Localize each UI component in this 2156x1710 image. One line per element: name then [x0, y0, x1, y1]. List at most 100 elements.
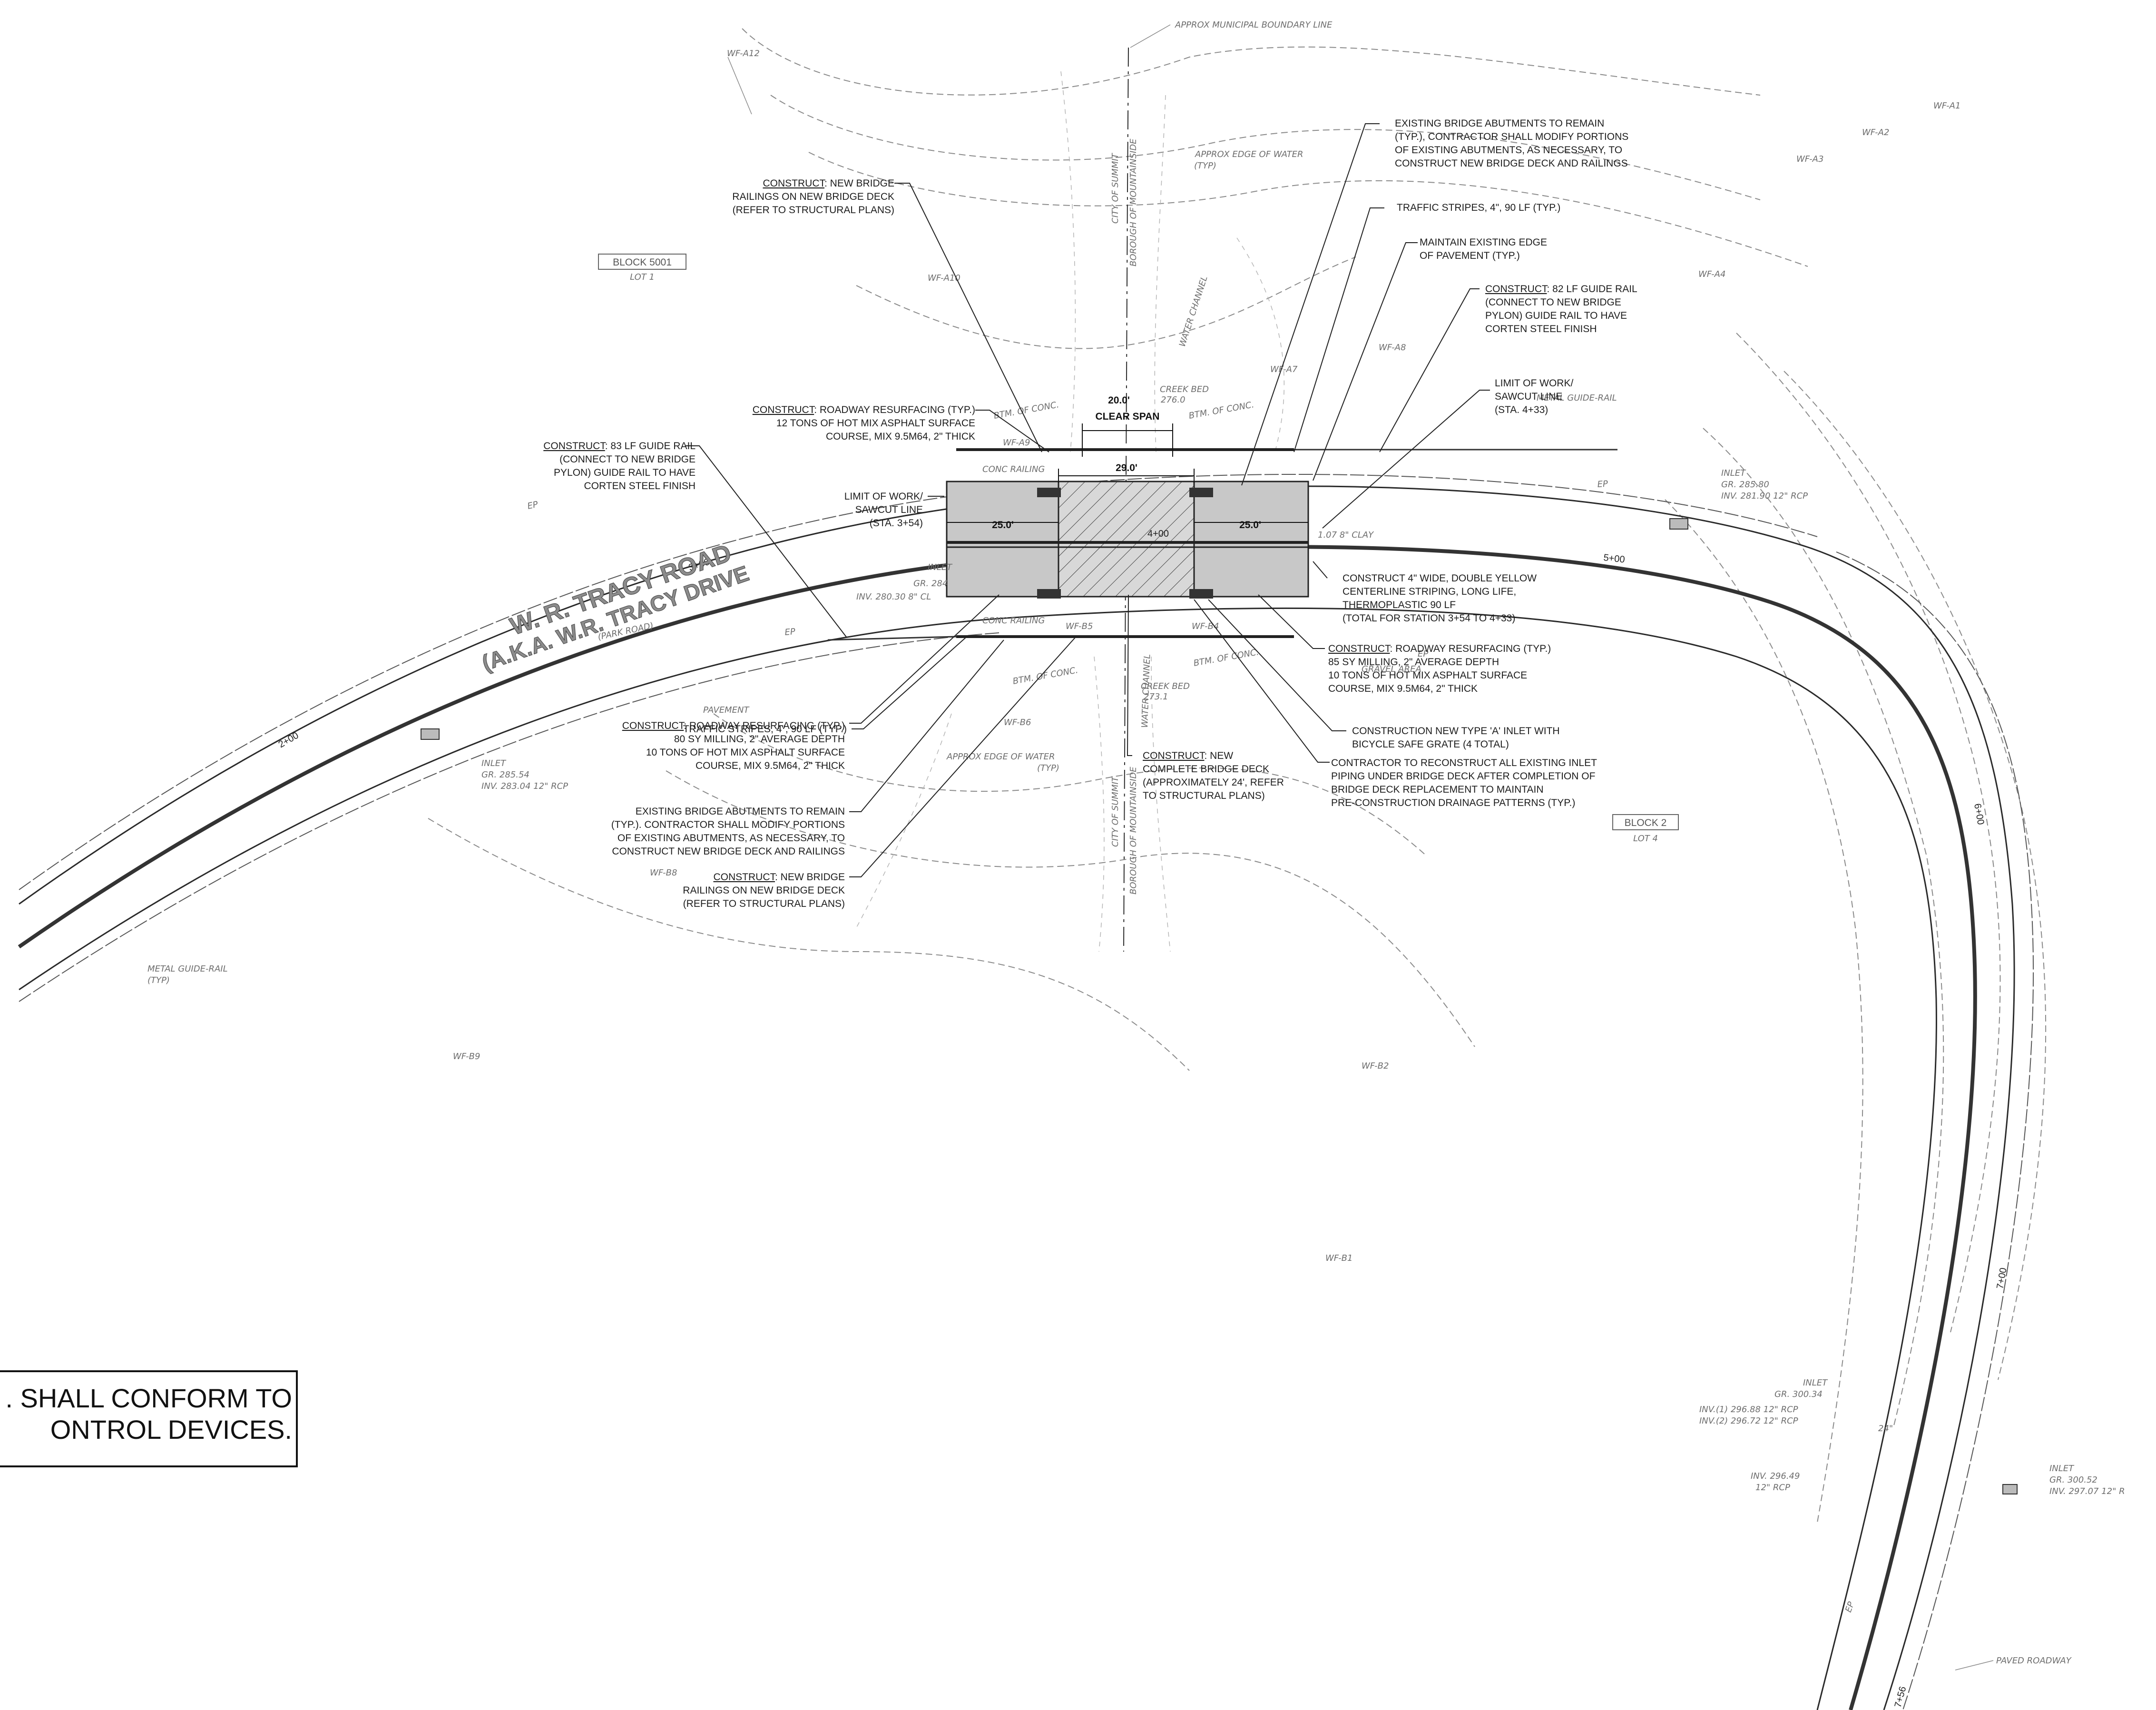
- wetland-flag-a12: WF-A12: [727, 49, 760, 59]
- svg-text:INV.(2) 296.72 12" RCP: INV.(2) 296.72 12" RCP: [1699, 1416, 1798, 1426]
- svg-text:BICYCLE SAFE GRATE (4 TOTAL): BICYCLE SAFE GRATE (4 TOTAL): [1352, 739, 1509, 750]
- note-guide-rail-83: CONSTRUCT: 83 LF GUIDE RAIL (CONNECT TO …: [543, 441, 696, 491]
- edge-of-water-bottom: APPROX EDGE OF WATER: [946, 752, 1055, 762]
- wetland-flag-a8: WF-A8: [1379, 343, 1406, 353]
- wetland-flag-b9: WF-B9: [453, 1052, 480, 1061]
- svg-text:SAWCUT LINE: SAWCUT LINE: [855, 504, 923, 515]
- municipal-boundary-line: [1123, 47, 1129, 952]
- edge-of-pavement-labels: EP EP EP EP EP: [527, 479, 1857, 1613]
- inlet-label-2: INLET GR. 285.54 INV. 283.04 12" RCP: [421, 728, 568, 791]
- svg-text:PYLON) GUIDE RAIL TO HAVE: PYLON) GUIDE RAIL TO HAVE: [554, 467, 696, 478]
- svg-text:CONSTRUCT: NEW: CONSTRUCT: NEW: [1143, 750, 1233, 761]
- svg-text:PRE-CONSTRUCTION DRAINAGE PATT: PRE-CONSTRUCTION DRAINAGE PATTERNS (TYP.…: [1331, 797, 1575, 808]
- svg-text:MAINTAIN EXISTING EDGE: MAINTAIN EXISTING EDGE: [1420, 237, 1547, 248]
- note-bridge-railings-top: CONSTRUCT: NEW BRIDGE RAILINGS ON NEW BR…: [732, 178, 894, 216]
- wetland-flag-a7: WF-A7: [1270, 364, 1298, 374]
- wetland-flag-b2: WF-B2: [1362, 1061, 1389, 1071]
- svg-text:BRIDGE DECK REPLACEMENT TO MAI: BRIDGE DECK REPLACEMENT TO MAINTAIN: [1331, 784, 1544, 795]
- creek-bed-bottom-elev: 273.1: [1144, 692, 1168, 702]
- inlet-label-5: INLET GR. 300.52 INV. 297.07 12" R: [2002, 1464, 2125, 1496]
- bridge-railings: [956, 448, 1294, 638]
- paved-roadway-label: PAVED ROADWAY: [1996, 1656, 2072, 1666]
- svg-text:THERMOPLASTIC 90 LF: THERMOPLASTIC 90 LF: [1343, 599, 1456, 610]
- svg-text:(TYP.). CONTRACTOR SHALL MODIF: (TYP.). CONTRACTOR SHALL MODIFY PORTIONS: [611, 819, 845, 830]
- wetland-flag-b5: WF-B5: [1066, 621, 1093, 631]
- svg-text:10 TONS OF HOT MIX ASPHALT SUR: 10 TONS OF HOT MIX ASPHALT SURFACE: [646, 747, 845, 758]
- btm-conc-4: BTM. OF CONC.: [1193, 647, 1260, 668]
- svg-text:CORTEN STEEL FINISH: CORTEN STEEL FINISH: [584, 481, 696, 491]
- note-guide-rail-82: CONSTRUCT: 82 LF GUIDE RAIL (CONNECT TO …: [1485, 284, 1637, 334]
- wetland-flag-a3: WF-A3: [1796, 154, 1823, 164]
- inv-misc-2: 12" RCP: [1755, 1483, 1790, 1493]
- inv-misc-3: 1.07 8" CLAY: [1318, 530, 1374, 540]
- svg-text:(CONNECT TO NEW BRIDGE: (CONNECT TO NEW BRIDGE: [1485, 297, 1621, 308]
- svg-text:CONSTRUCT: ROADWAY RESURFACING: CONSTRUCT: ROADWAY RESURFACING (TYP.): [1328, 643, 1551, 654]
- svg-text:CORTEN STEEL FINISH: CORTEN STEEL FINISH: [1485, 324, 1597, 334]
- note-resurfacing-top: CONSTRUCT: ROADWAY RESURFACING (TYP.) 12…: [753, 404, 975, 442]
- dimension-lines: [947, 423, 1308, 523]
- general-note-line-2: ONTROL DEVICES.: [50, 1415, 292, 1445]
- general-note-line-1: . SHALL CONFORM TO: [5, 1383, 292, 1413]
- svg-text:COURSE, MIX 9.5M64, 2" THICK: COURSE, MIX 9.5M64, 2" THICK: [696, 760, 845, 771]
- svg-text:(STA. 3+54): (STA. 3+54): [870, 518, 923, 529]
- svg-text:COURSE, MIX 9.5M64, 2" THICK: COURSE, MIX 9.5M64, 2" THICK: [1328, 683, 1478, 694]
- station-5-00: 5+00: [1603, 552, 1625, 565]
- svg-text:EP: EP: [527, 500, 539, 511]
- note-reconstruct-piping: CONTRACTOR TO RECONSTRUCT ALL EXISTING I…: [1331, 757, 1597, 808]
- terrain-contours-faint: [856, 71, 1285, 952]
- railing-extensions: [827, 449, 1617, 641]
- svg-text:BLOCK 2: BLOCK 2: [1625, 817, 1667, 828]
- svg-text:CONSTRUCT: ROADWAY RESURFACING: CONSTRUCT: ROADWAY RESURFACING (TYP.): [753, 404, 975, 415]
- svg-text:(REFER TO STRUCTURAL PLANS): (REFER TO STRUCTURAL PLANS): [733, 205, 894, 216]
- note-abutments-top: EXISTING BRIDGE ABUTMENTS TO REMAIN (TYP…: [1395, 118, 1628, 169]
- svg-text:COURSE, MIX 9.5M64, 2" THICK: COURSE, MIX 9.5M64, 2" THICK: [826, 431, 975, 442]
- creek-bed-bottom: CREEK BED: [1141, 681, 1190, 691]
- svg-text:GR. 300.34: GR. 300.34: [1774, 1389, 1823, 1399]
- station-2-00: 2+00: [277, 730, 301, 750]
- guide-rails: [19, 473, 2034, 1710]
- right-approach-dim: 25.0': [1239, 520, 1261, 531]
- btm-conc-2: BTM. OF CONC.: [1188, 400, 1255, 421]
- boundary-label: APPROX MUNICIPAL BOUNDARY LINE: [1175, 20, 1333, 30]
- road-edges: [19, 485, 2015, 1710]
- note-type-a-inlet: CONSTRUCTION NEW TYPE 'A' INLET WITH BIC…: [1352, 726, 1560, 750]
- edge-of-water-bottom-typ: (TYP): [1037, 763, 1059, 773]
- guide-rail-right-label: METAL GUIDE-RAIL: [1537, 393, 1617, 403]
- svg-text:(CONNECT TO NEW BRIDGE: (CONNECT TO NEW BRIDGE: [559, 454, 696, 465]
- svg-text:INV. 280.30 8" CL: INV. 280.30 8" CL: [856, 592, 931, 602]
- clear-span-value: 20.0': [1108, 395, 1130, 406]
- svg-text:SAWCUT LINE: SAWCUT LINE: [1495, 391, 1562, 402]
- municipality-summit-top: CITY OF SUMMIT: [1110, 152, 1120, 224]
- svg-text:OF EXISTING ABUTMENTS, AS NECE: OF EXISTING ABUTMENTS, AS NECESSARY, TO: [617, 833, 845, 844]
- svg-text:EP: EP: [784, 627, 796, 638]
- note-resurfacing-right: CONSTRUCT: ROADWAY RESURFACING (TYP.) 85…: [1328, 643, 1551, 694]
- svg-text:CONSTRUCT: NEW BRIDGE: CONSTRUCT: NEW BRIDGE: [763, 178, 894, 189]
- svg-text:(REFER TO STRUCTURAL PLANS): (REFER TO STRUCTURAL PLANS): [683, 898, 845, 909]
- left-approach-dim: 25.0': [992, 520, 1014, 531]
- note-centerline-striping: CONSTRUCT 4" WIDE, DOUBLE YELLOW CENTERL…: [1343, 573, 1537, 624]
- svg-text:TRAFFIC STRIPES, 4", 90 LF (T: TRAFFIC STRIPES, 4", 90 LF (TYP.): [683, 724, 847, 735]
- inlet-label-4: INLET GR. 300.34 INV.(1) 296.88 12" RCP …: [1699, 1378, 1828, 1426]
- wetland-flag-a4: WF-A4: [1698, 269, 1725, 279]
- svg-text:TRAFFIC STRIPES, 4", 90 LF (T: TRAFFIC STRIPES, 4", 90 LF (TYP.): [1397, 202, 1560, 213]
- svg-text:OF EXISTING ABUTMENTS, AS NECE: OF EXISTING ABUTMENTS, AS NECESSARY, TO: [1395, 145, 1622, 156]
- block-5001-tag: BLOCK 5001 LOT 1: [598, 254, 686, 282]
- wetland-flag-b1: WF-B1: [1325, 1253, 1352, 1263]
- municipality-mountainside-bottom: BOROUGH OF MOUNTAINSIDE: [1128, 767, 1138, 894]
- svg-text:LIMIT OF WORK/: LIMIT OF WORK/: [844, 491, 923, 502]
- wetland-flags: WF-A12 WF-A1 WF-A2 WF-A3 WF-A4 WF-A10 WF…: [453, 49, 1960, 1263]
- svg-text:EP: EP: [1597, 479, 1608, 490]
- inv-misc-1: INV. 296.49: [1751, 1471, 1800, 1481]
- svg-text:TO STRUCTURAL PLANS): TO STRUCTURAL PLANS): [1143, 790, 1265, 801]
- svg-text:CONTRACTOR TO RECONSTRUCT ALL: CONTRACTOR TO RECONSTRUCT ALL EXISTING I…: [1331, 757, 1597, 768]
- svg-text:LOT 4: LOT 4: [1633, 834, 1658, 844]
- wetland-flag-a1: WF-A1: [1933, 101, 1960, 111]
- svg-text:CONSTRUCT NEW BRIDGE DECK AND: CONSTRUCT NEW BRIDGE DECK AND RAILINGS: [612, 846, 845, 857]
- svg-text:RAILINGS ON NEW BRIDGE DECK: RAILINGS ON NEW BRIDGE DECK: [683, 885, 845, 896]
- svg-text:85 SY MILLING, 2" AVERAGE DEPT: 85 SY MILLING, 2" AVERAGE DEPTH: [1328, 657, 1499, 668]
- svg-text:LOT 1: LOT 1: [630, 272, 655, 282]
- municipality-mountainside-top: BOROUGH OF MOUNTAINSIDE: [1128, 138, 1138, 266]
- inv-misc-4: 24": [1878, 1424, 1893, 1434]
- svg-text:CONSTRUCTION NEW TYPE 'A' INLE: CONSTRUCTION NEW TYPE 'A' INLET WITH: [1352, 726, 1560, 737]
